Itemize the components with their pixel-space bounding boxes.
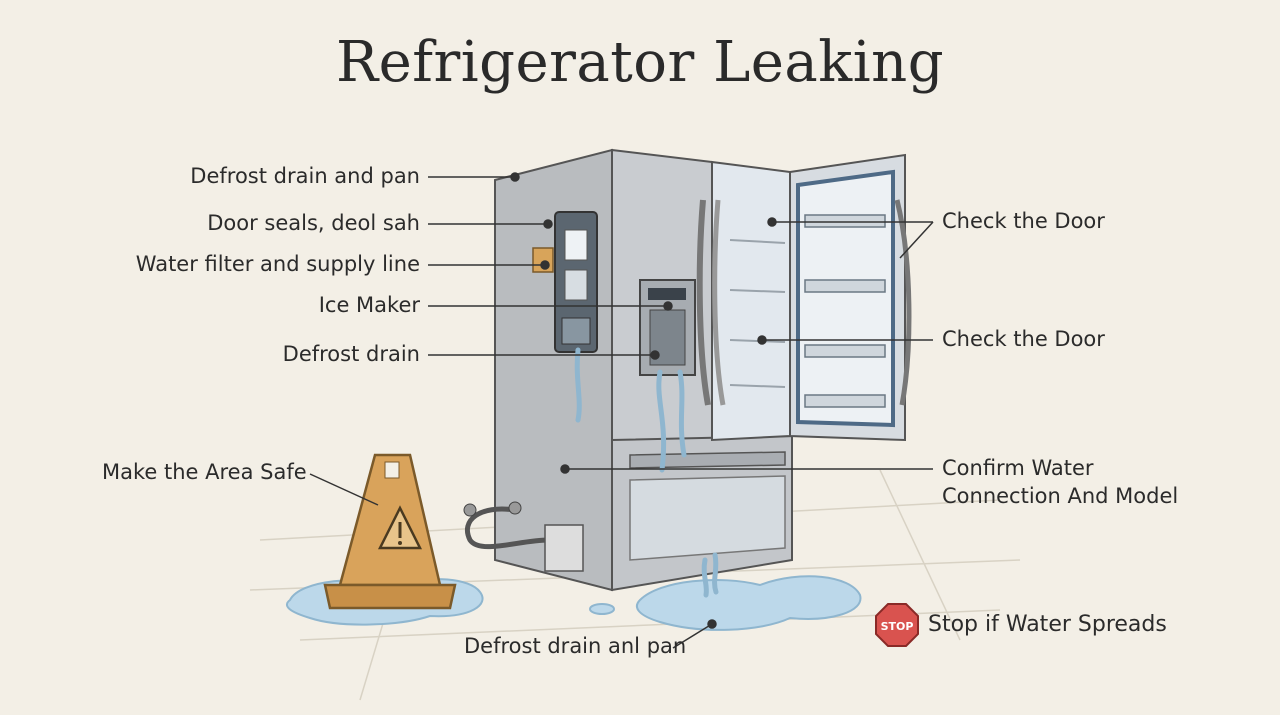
wet-floor-cone-icon (323, 453, 457, 610)
stop-sign-text: STOP (881, 620, 914, 633)
refrigerator-illustration (463, 148, 912, 598)
page-title: Refrigerator Leaking (335, 30, 945, 95)
callout-defrost-drain: Defrost drain (282, 342, 420, 366)
callout-check-door-2: Check the Door (942, 327, 1105, 351)
callout-make-area-safe: Make the Area Safe (102, 460, 307, 484)
leader-lines (309, 172, 934, 649)
callout-confirm-water-line2: Connection And Model (942, 484, 1179, 508)
callout-defrost-drain-pan-bottom: Defrost drain anl pan (464, 634, 687, 658)
callout-defrost-drain-pan-top: Defrost drain and pan (190, 164, 420, 188)
stop-sign-icon: STOP (875, 603, 919, 647)
callout-stop-if-spreads: Stop if Water Spreads (928, 612, 1167, 637)
callout-ice-maker: Ice Maker (318, 293, 420, 317)
callout-check-door-1: Check the Door (942, 209, 1105, 233)
callout-door-seals: Door seals, deol sah (207, 211, 420, 235)
callout-confirm-water-line1: Confirm Water (942, 456, 1094, 480)
callout-water-filter: Water filter and supply line (135, 252, 420, 276)
warning-triangle-icon (377, 505, 423, 550)
